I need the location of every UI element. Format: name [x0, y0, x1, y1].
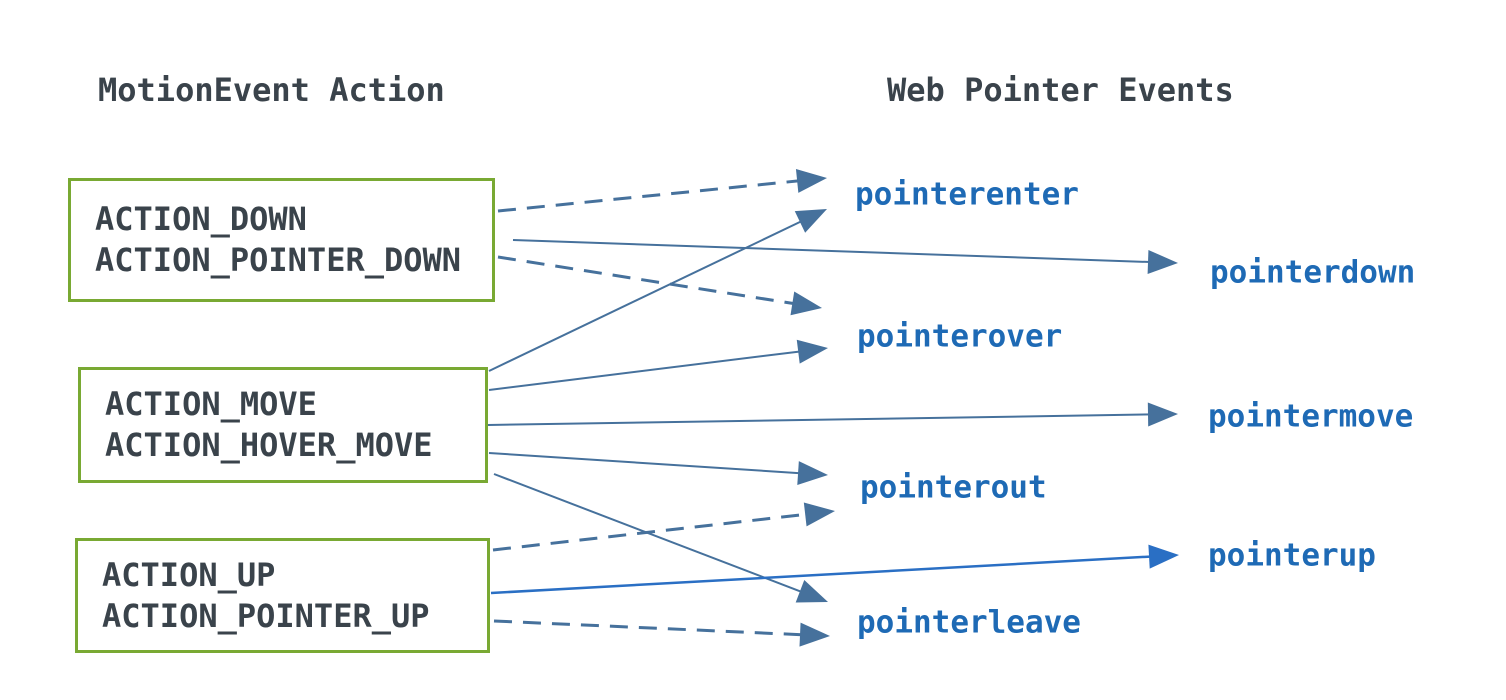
- event-label-pointerdown: pointerdown: [1210, 254, 1416, 291]
- event-label-pointerover: pointerover: [857, 318, 1063, 355]
- arrow-move-to-pointerout: [488, 452, 805, 475]
- arrowhead-up-to-pointerup: [1148, 544, 1179, 569]
- column-header-web-pointer-events: Web Pointer Events: [887, 71, 1234, 109]
- arrow-move-to-pointerenter: [488, 218, 806, 372]
- arrowhead-move-to-pointerleave: [795, 580, 828, 603]
- arrowhead-move-to-pointerover: [796, 339, 828, 364]
- arrowhead-down-to-pointerenter: [795, 169, 827, 193]
- action-label: ACTION_POINTER_DOWN: [95, 241, 462, 279]
- arrow-move-to-pointermove: [487, 413, 1155, 426]
- event-label-pointerleave: pointerleave: [857, 604, 1081, 641]
- arrowhead-down-to-pointerover: [790, 291, 822, 316]
- arrow-move-to-pointerover: [488, 349, 805, 391]
- event-label-pointerup: pointerup: [1208, 537, 1376, 574]
- arrowhead-move-to-pointerout: [797, 461, 828, 486]
- action-label: ACTION_DOWN: [95, 200, 307, 238]
- action-label: ACTION_HOVER_MOVE: [105, 426, 433, 464]
- action-box-up: ACTION_UP ACTION_POINTER_UP: [75, 538, 490, 653]
- event-label-pointerenter: pointerenter: [855, 176, 1079, 213]
- arrow-down-to-pointerover: [497, 255, 799, 306]
- arrow-up-to-pointerup: [490, 555, 1156, 595]
- action-box-down: ACTION_DOWN ACTION_POINTER_DOWN: [68, 178, 495, 302]
- arrowhead-move-to-pointerenter: [794, 209, 827, 233]
- arrowhead-down-to-pointerdown: [1147, 249, 1178, 274]
- arrow-up-to-pointerout: [492, 512, 812, 552]
- action-box-move: ACTION_MOVE ACTION_HOVER_MOVE: [78, 367, 488, 483]
- action-label: ACTION_POINTER_UP: [102, 596, 430, 635]
- column-header-motionevent-action: MotionEvent Action: [98, 71, 445, 109]
- event-label-pointerout: pointerout: [860, 469, 1047, 506]
- action-label: ACTION_UP: [102, 555, 276, 594]
- arrow-down-to-pointerenter: [497, 178, 804, 213]
- arrow-up-to-pointerleave: [493, 619, 807, 637]
- event-label-pointermove: pointermove: [1208, 398, 1414, 435]
- arrowhead-up-to-pointerleave: [799, 622, 830, 647]
- arrowhead-move-to-pointermove: [1147, 402, 1178, 427]
- action-label: ACTION_MOVE: [105, 385, 317, 423]
- arrow-move-to-pointerleave: [493, 473, 806, 595]
- arrow-down-to-pointerdown: [512, 239, 1155, 264]
- arrowhead-up-to-pointerout: [803, 502, 835, 527]
